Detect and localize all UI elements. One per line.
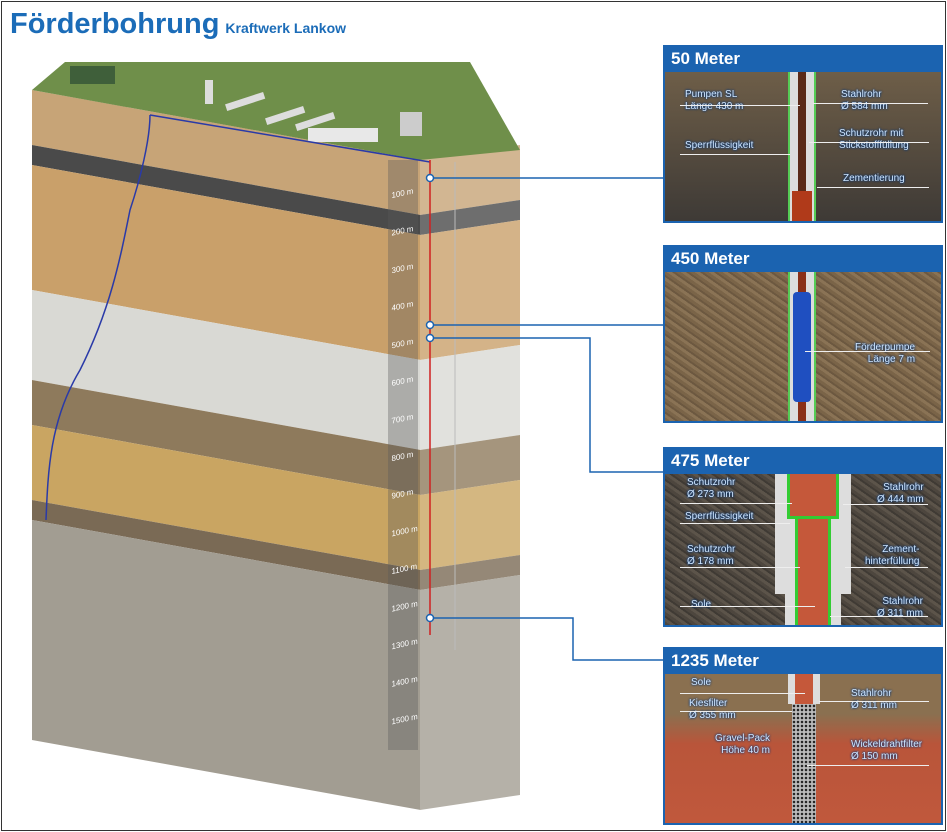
fluid-fill [792,191,812,221]
side-layer [420,435,520,495]
leader-line [817,187,929,188]
leader-line [680,693,805,694]
label-zementierung: Zementierung [843,173,905,184]
depth-scale-bar [388,160,418,750]
label-schutzrohr-273: Schutzrohr Ø 273 mm [687,477,736,500]
surface-top [32,62,520,160]
front-face-layers [32,90,420,810]
label-stahlrohr-311: Stahlrohr Ø 311 mm [877,596,923,619]
panel-illustration: Förderpumpe Länge 7 m [665,272,941,421]
leader-line [809,142,929,143]
label-sole: Sole [691,599,712,610]
label-gravel-pack: Gravel-Pack Höhe 40 m [715,733,771,756]
side-face-layers [420,145,520,810]
brine-column [795,674,813,704]
surface-pipe [149,114,431,163]
label-stahlrohr: Stahlrohr Ø 584 mm [841,89,888,112]
side-layer [420,200,520,235]
leader-line [807,765,929,766]
side-layer [420,575,520,810]
panel-title: 1235 Meter [665,649,941,674]
title-sub: Kraftwerk Lankow [225,20,347,36]
panel-title: 450 Meter [665,247,941,272]
submersible-pump [793,292,811,402]
label-pumpen: Pumpen SL Länge 430 m [685,89,744,112]
leader-line [819,701,929,702]
leader-line [830,616,928,617]
label-sperrfluessigkeit: Sperrflüssigkeit [685,511,754,522]
side-layer [420,555,520,590]
connector-lines [425,173,663,661]
wire-wrap-filter [792,704,816,823]
side-layer [420,220,520,360]
panel-title: 50 Meter [665,47,941,72]
side-layer [420,345,520,450]
storage-tanks [205,80,336,131]
panel-illustration: Schutzrohr Ø 273 mm Sperrflüssigkeit Sch… [665,474,941,625]
label-stahlrohr-311: Stahlrohr Ø 311 mm [851,688,897,711]
panel-illustration: Pumpen SL Länge 430 m Sperrflüssigkeit S… [665,72,941,221]
label-kiesfilter: Kiesfilter Ø 355 mm [689,698,736,721]
well-blue-line [45,114,151,521]
power-plant-building [308,128,378,142]
detail-panel-50m: 50 Meter Pumpen SL Länge 430 m Sperrflüs… [663,45,943,223]
label-schutzrohr-178: Schutzrohr Ø 178 mm [687,544,736,567]
label-sperrfluessigkeit: Sperrflüssigkeit [685,140,754,151]
label-zementhinterfuellung: Zement- hinterfüllung [865,544,920,567]
front-layer [32,520,420,810]
label-sole: Sole [691,677,712,688]
upper-casing [787,474,839,519]
leader-line [813,103,928,104]
label-schutzrohr: Schutzrohr mit Stickstofffüllung [839,128,909,151]
leader-line [843,504,928,505]
leader-line [680,606,815,607]
detail-panel-475m: 475 Meter Schutzrohr Ø 273 mm Sperrflüss… [663,447,943,627]
detail-panel-450m: 450 Meter Förderpumpe Länge 7 m [663,245,943,423]
front-layer [32,425,420,570]
page-title: Förderbohrung Kraftwerk Lankow [10,8,346,41]
panel-illustration: Sole Kiesfilter Ø 355 mm Gravel-Pack Höh… [665,674,941,823]
leader-line [680,503,792,504]
leader-line [680,154,790,155]
front-layer [32,145,420,235]
front-layer [32,380,420,495]
brine-column [795,519,831,625]
front-layer [32,500,420,590]
detail-panel-1235m: 1235 Meter Sole Kiesfilter Ø 355 mm Grav… [663,647,943,825]
leader-line [680,711,792,712]
label-stahlrohr-444: Stahlrohr Ø 444 mm [877,482,924,505]
leader-line [805,351,930,352]
pond [70,66,115,84]
leader-line [680,567,800,568]
pump-string [798,72,806,221]
leader-line [680,523,790,524]
title-main: Förderbohrung [10,8,220,40]
panel-title: 475 Meter [665,449,941,474]
label-wickeldrahtfilter: Wickeldrahtfilter Ø 150 mm [851,739,923,762]
leader-line [680,105,800,106]
drill-tower [400,112,422,136]
leader-line [845,567,928,568]
front-layer [32,290,420,450]
front-layer [32,90,420,215]
side-layer [420,480,520,570]
label-foerderpumpe: Förderpumpe Länge 7 m [855,342,916,365]
side-layer [420,145,520,215]
